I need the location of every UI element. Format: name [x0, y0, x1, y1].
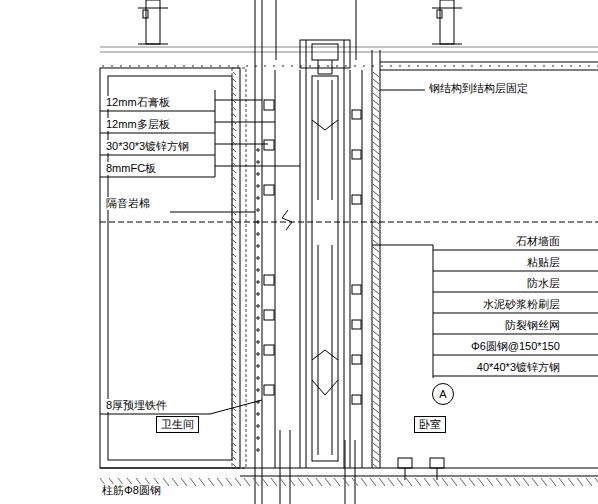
layer-label: 水泥砂浆粉刷层: [481, 298, 562, 311]
layer-label: 防裂钢丝网: [503, 319, 562, 332]
section-marker: A: [432, 383, 454, 405]
room-name: 卧室: [414, 416, 446, 433]
layer-label: 防水层: [525, 277, 562, 290]
room-name: 卫生间: [156, 416, 199, 433]
layer-label: 12mm石膏板: [104, 96, 172, 109]
floor-fixture: [398, 458, 444, 480]
layer-label: 石材墙面: [514, 235, 562, 248]
layer-label: 隔音岩棉: [104, 197, 152, 210]
layer-label: 粘贴层: [525, 256, 562, 269]
layer-label: 8mmFC板: [104, 162, 158, 175]
steel-beam: [138, 0, 462, 44]
layer-label: 40*40*3镀锌方钢: [475, 361, 562, 374]
part-label: 柱筋Φ8圆钢: [100, 484, 163, 497]
layer-label: 12mm多层板: [104, 118, 172, 131]
note-label: 钢结构到结构层固定: [427, 82, 530, 95]
marker-letter: A: [439, 388, 446, 400]
layer-label: Φ6圆钢@150*150: [469, 340, 562, 353]
part-label: 8厚预埋铁件: [104, 399, 169, 412]
layer-label: 30*30*3镀锌方钢: [104, 140, 191, 153]
